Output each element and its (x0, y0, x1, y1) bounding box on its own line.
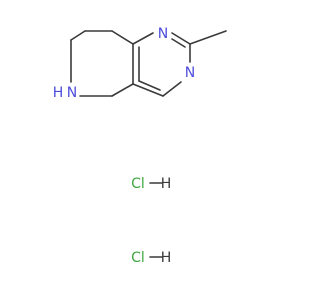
pyrimidine-ring (132, 32, 191, 97)
salt-2-chlorine-label: Cl (131, 250, 145, 266)
piperidine-ring (70, 30, 134, 97)
bond-c5-c4a (111, 83, 134, 97)
bond-c4-c4a-inner (138, 80, 161, 91)
atom-n3-label: N (185, 65, 195, 81)
salt-2-hydrogen-label: H (161, 250, 172, 266)
salt-1-chlorine-label: Cl (131, 176, 145, 192)
bond-n1-c2-inner (171, 38, 186, 48)
hcl-salt-2: Cl H (131, 250, 171, 266)
atom-nh-hydrogen-label: H (53, 85, 64, 101)
hcl-salt-1: Cl H (131, 176, 171, 192)
bond-n3-c4 (162, 81, 182, 97)
chemical-structure-diagram: N N N H Cl H Cl H (53, 26, 227, 266)
atom-n1-label: N (158, 26, 168, 42)
bond-c4-c4a (132, 83, 164, 97)
bond-c8a-c8 (111, 30, 134, 45)
bond-c2-methyl (189, 30, 227, 45)
bond-c7-c6 (70, 30, 86, 41)
bond-n1-c2 (171, 32, 191, 45)
salt-1-hydrogen-label: H (161, 176, 172, 192)
bond-c8a-n1 (132, 32, 154, 45)
atom-nh-label: N (67, 85, 77, 101)
